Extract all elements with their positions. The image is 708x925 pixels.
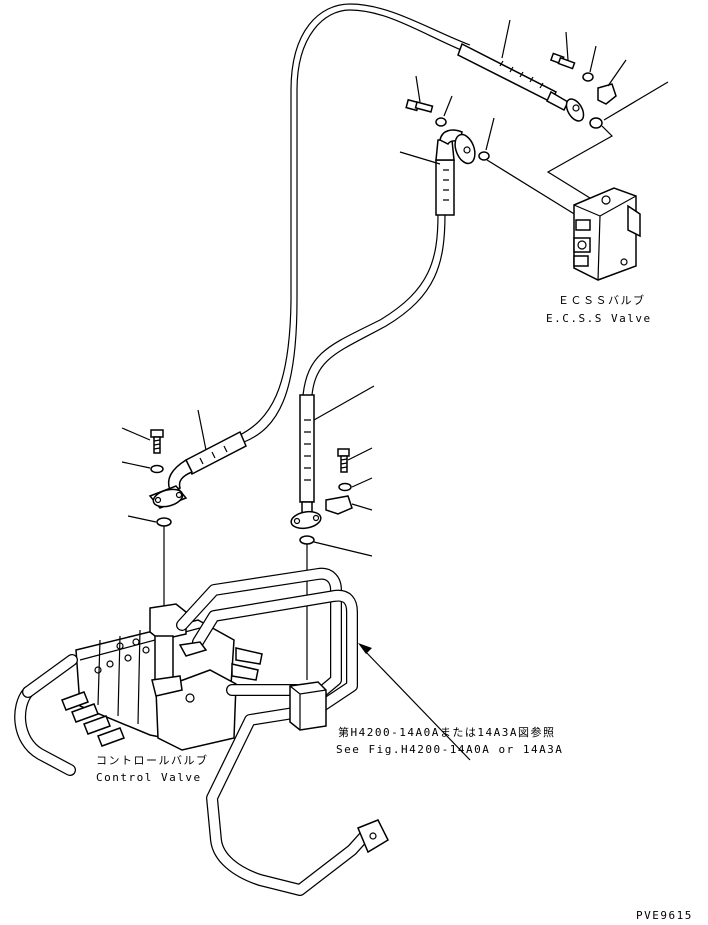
left-bolt <box>150 429 164 454</box>
leader-lines <box>121 19 669 761</box>
middle-o-ring <box>299 535 315 545</box>
middle-washer <box>338 482 352 492</box>
ecss-valve <box>573 187 641 281</box>
drawing-code: PVE9615 <box>636 909 693 922</box>
upper-left-bolt <box>405 98 434 113</box>
ecss-valve-jp-label: ＥＣＳＳバルブ <box>558 294 646 307</box>
figure-reference-en: See Fig.H4200-14A0A or 14A3A <box>336 743 564 756</box>
upper-left-o-ring <box>478 151 490 161</box>
upper-right-o-ring <box>589 117 603 129</box>
control-valve <box>61 603 263 751</box>
control-valve-en-label: Control Valve <box>96 771 202 784</box>
upper-right-bolt <box>549 52 576 70</box>
left-o-ring <box>156 517 172 527</box>
rigid-pipes <box>14 567 389 896</box>
ecss-valve-en-label: E.C.S.S Valve <box>546 312 652 325</box>
upper-right-split-flange <box>597 83 617 105</box>
left-washer <box>150 464 164 474</box>
long-hose <box>185 3 585 476</box>
upper-left-washer <box>435 117 447 127</box>
middle-bolt <box>337 448 350 473</box>
upper-right-washer <box>582 72 594 82</box>
control-valve-jp-label: コントロールバルブ <box>96 754 209 767</box>
left-elbow-fitting <box>148 458 194 509</box>
figure-reference-jp: 第H4200-14A0Aまたは14A3A図参照 <box>338 726 556 739</box>
middle-split-flange <box>325 495 353 515</box>
short-hose <box>290 129 476 530</box>
